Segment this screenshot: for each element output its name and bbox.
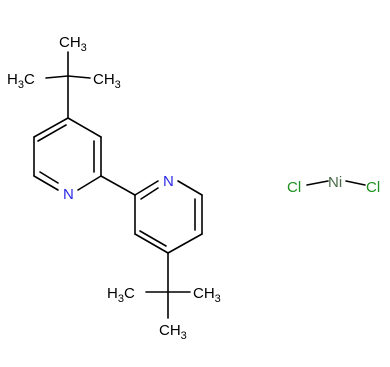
label-right-ring-nitrogen: N <box>163 173 174 190</box>
bond-tbu1-quaternary-to-methyl-right <box>67 75 91 79</box>
right-pyridine-ring <box>134 180 203 254</box>
bond-ni-cl-right <box>345 180 366 186</box>
label-tbu2-methyl-right: CH3 <box>193 285 221 305</box>
bond-right-c2-n1 <box>134 180 159 196</box>
top-tert-butyl-group <box>45 51 91 119</box>
label-tbu1-methyl-top: CH3 <box>59 34 87 54</box>
left-pyridine-ring <box>33 117 102 191</box>
bottom-tert-butyl-group <box>145 252 191 319</box>
label-tbu1-methyl-right: CH3 <box>93 71 121 91</box>
bond-left-c3-c4 <box>67 117 102 138</box>
label-left-ring-nitrogen: N <box>63 186 74 203</box>
bond-cl-ni-left <box>306 180 329 186</box>
bond-left-n1-c2 <box>77 175 102 191</box>
bond-left-c6-n1-inner <box>39 171 59 184</box>
bond-right-c4-c3-inner <box>139 230 167 247</box>
bond-left-c4-c5 <box>33 117 69 138</box>
bond-right-n1-c6 <box>177 180 203 196</box>
nickel-chloride-bonds <box>306 180 366 186</box>
label-tbu2-methyl-bottom: CH3 <box>159 322 187 342</box>
label-chloride-left: Cl <box>287 179 301 196</box>
bond-left-c4-c5-inner <box>37 124 67 142</box>
label-tbu2-methyl-left: H3C <box>107 285 135 305</box>
bond-right-c4-c3 <box>134 233 169 254</box>
bond-bipyridine-link <box>100 175 136 196</box>
label-nickel: Ni <box>328 174 342 191</box>
label-chloride-right: Cl <box>366 179 380 196</box>
bond-right-c2-n1-inner <box>140 187 159 200</box>
bond-left-c6-n1 <box>33 175 59 191</box>
bond-tbu1-quaternary-to-methyl-left <box>45 75 69 79</box>
bond-right-c5-c4 <box>167 233 203 254</box>
label-tbu1-methyl-left: H3C <box>7 71 35 91</box>
